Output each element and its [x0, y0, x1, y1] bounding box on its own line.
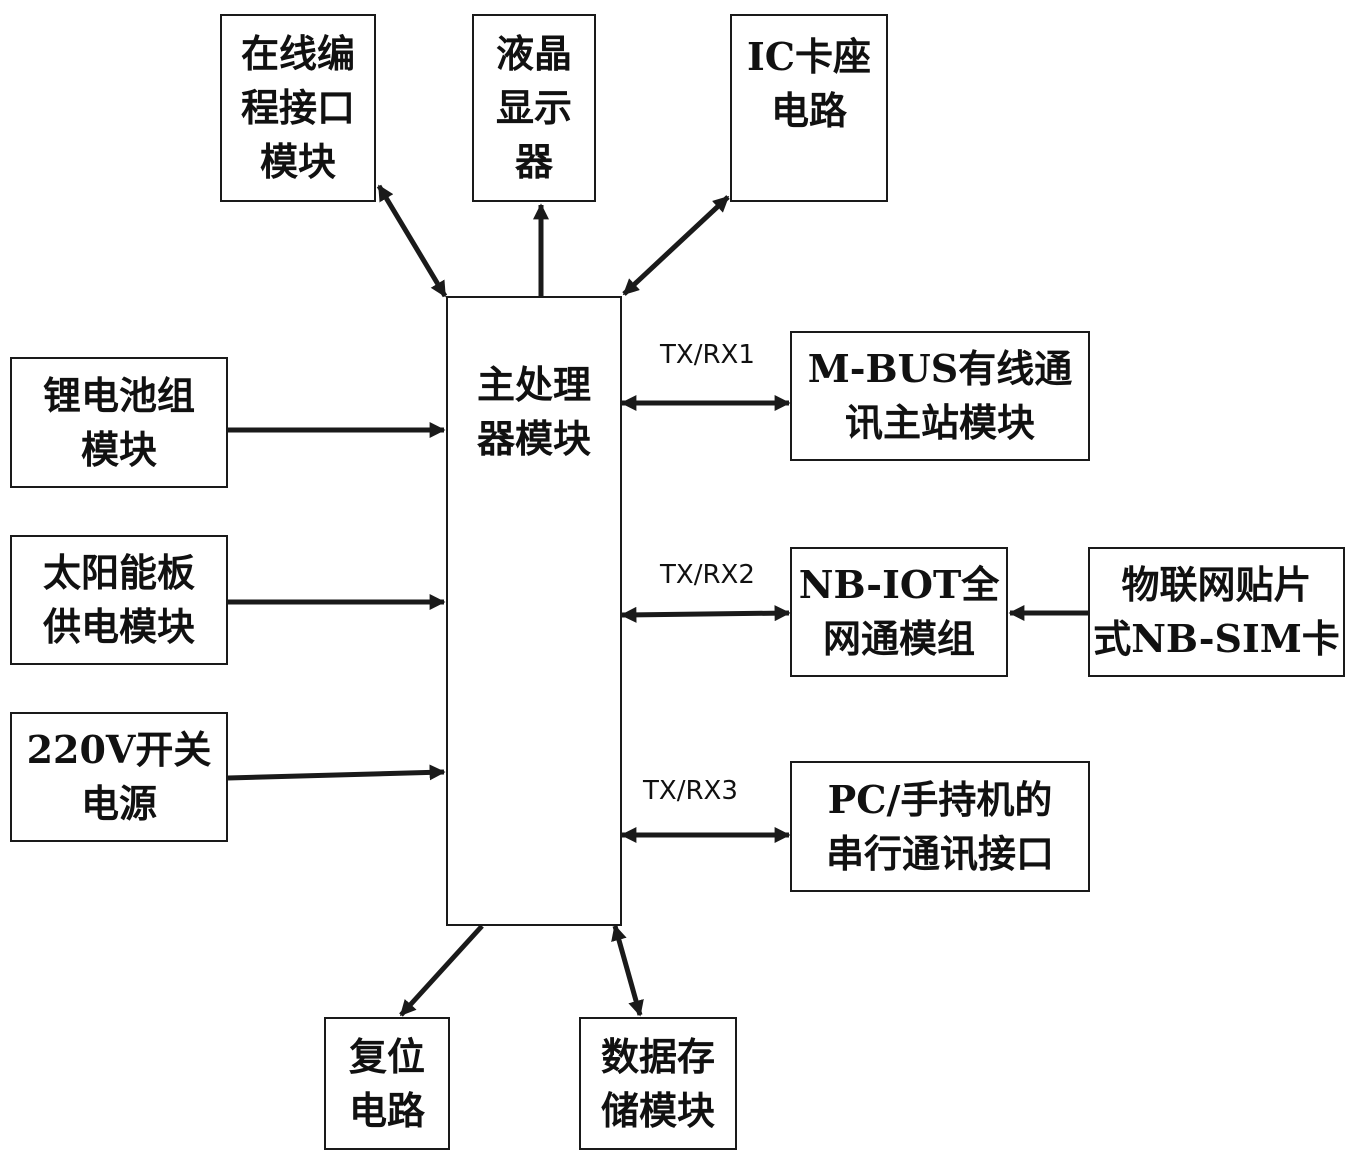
- arrow-reset: [401, 926, 482, 1015]
- arrow-220v-power: [228, 772, 444, 778]
- solar-panel-label: 太阳能板 供电模块: [43, 546, 195, 654]
- txrx1-label: TX/RX1: [660, 340, 755, 370]
- power-220v-box: 220V开关 电源: [10, 712, 228, 842]
- nbiot-module-label: NB-IOT全 网通模组: [799, 558, 999, 666]
- mbus-master-label: M-BUS有线通 讯主站模块: [808, 342, 1073, 450]
- nb-sim-label: 物联网贴片 式NB-SIM卡: [1093, 558, 1340, 666]
- main-processor-box: 主处理 器模块: [446, 296, 622, 926]
- arrow-txrx2: [622, 613, 789, 615]
- power-220v-label: 220V开关 电源: [27, 723, 212, 831]
- reset-circuit-box: 复位 电路: [324, 1017, 450, 1150]
- txrx3-label: TX/RX3: [643, 776, 738, 806]
- lcd-box: 液晶 显示 器: [472, 14, 596, 202]
- arrow-programming-interface: [379, 186, 445, 296]
- programming-interface-box: 在线编 程接口 模块: [220, 14, 376, 202]
- storage-module-box: 数据存 储模块: [579, 1017, 737, 1150]
- lithium-battery-box: 锂电池组 模块: [10, 357, 228, 488]
- programming-interface-label: 在线编 程接口 模块: [241, 27, 355, 189]
- arrow-ic-card: [624, 197, 728, 294]
- mbus-master-box: M-BUS有线通 讯主站模块: [790, 331, 1090, 461]
- serial-interface-label: PC/手持机的 串行通讯接口: [826, 773, 1054, 881]
- txrx2-label: TX/RX2: [660, 560, 755, 590]
- serial-interface-box: PC/手持机的 串行通讯接口: [790, 761, 1090, 892]
- nb-sim-box: 物联网贴片 式NB-SIM卡: [1088, 547, 1345, 677]
- reset-circuit-label: 复位 电路: [349, 1030, 425, 1138]
- lithium-battery-label: 锂电池组 模块: [43, 369, 195, 477]
- nbiot-module-box: NB-IOT全 网通模组: [790, 547, 1008, 677]
- storage-module-label: 数据存 储模块: [601, 1030, 715, 1138]
- ic-card-label: IC卡座 电路: [747, 30, 871, 138]
- ic-card-box: IC卡座 电路: [730, 14, 888, 202]
- main-processor-label: 主处理 器模块: [477, 358, 591, 466]
- solar-panel-box: 太阳能板 供电模块: [10, 535, 228, 665]
- lcd-label: 液晶 显示 器: [496, 27, 572, 189]
- arrow-storage: [615, 926, 640, 1015]
